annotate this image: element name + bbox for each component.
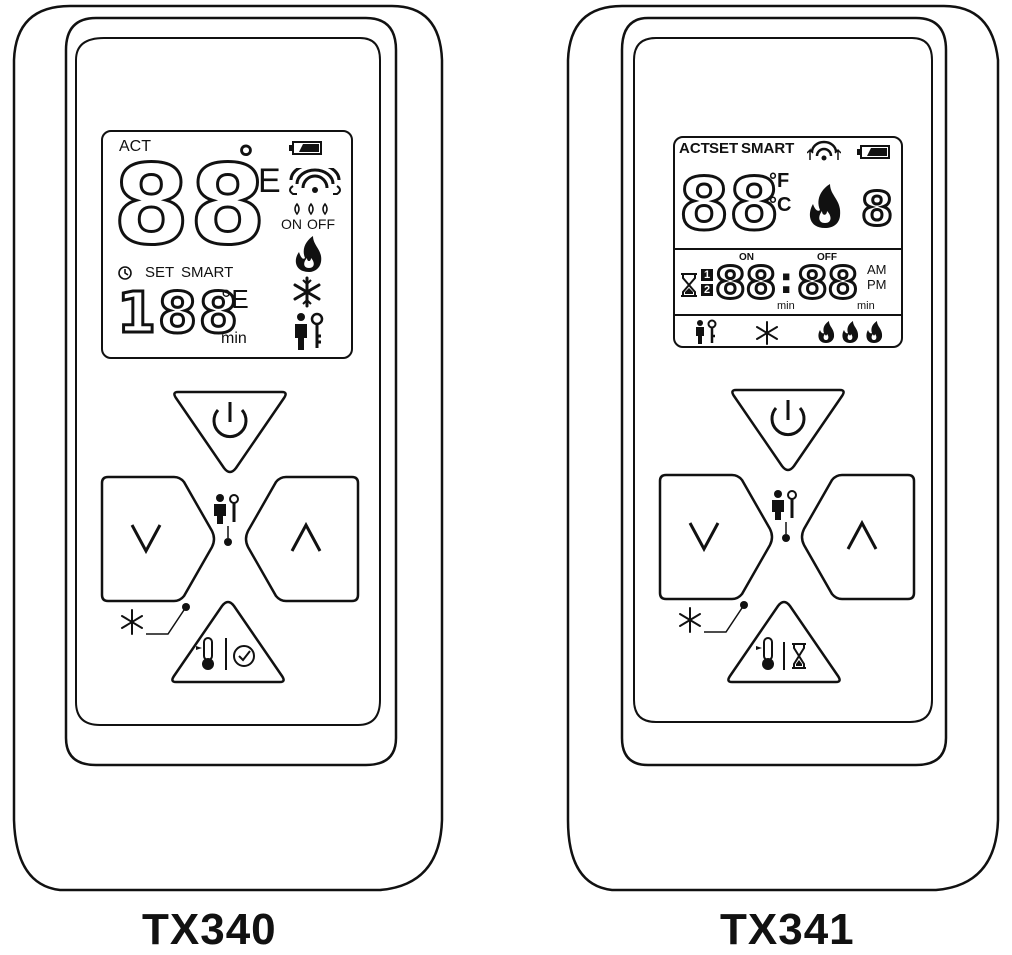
battery-icon	[857, 145, 890, 159]
timer-on-min-label: min	[777, 300, 795, 312]
lcd-divider	[675, 314, 901, 316]
timer-colon: :	[779, 261, 794, 302]
snowflake-combo-icon	[121, 603, 190, 635]
off-label: OFF	[307, 216, 335, 232]
timer-on-label: ON	[739, 252, 754, 263]
timer-unit-label: °E	[221, 284, 249, 314]
child-lock-icon	[295, 312, 324, 350]
child-lock-combo-icon	[214, 494, 239, 546]
remote-tx340: ACT 88 ° E ON OFF	[0, 0, 460, 955]
clock-icon	[233, 645, 255, 667]
wifi-signal-icon	[807, 140, 841, 161]
power-icon	[212, 402, 248, 439]
timer-off-min-label: min	[857, 300, 875, 312]
child-lock-icon	[696, 319, 717, 344]
degree-symbol: °	[237, 139, 255, 180]
model-label: TX341	[720, 905, 855, 954]
am-label: AM	[867, 262, 887, 277]
up-button[interactable]	[240, 475, 360, 603]
thermometer-icon	[756, 637, 774, 670]
remote-tx341: ACT SET SMART 88 °F °C 8 ON OFF 1	[552, 0, 1012, 955]
power-icon	[770, 400, 806, 437]
snowflake-icon	[756, 321, 778, 345]
flame-level-icon	[818, 321, 883, 343]
smart-label: SMART	[741, 140, 795, 157]
lcd-display: ACT 88 ° E ON OFF	[101, 130, 353, 359]
child-lock-combo-icon	[772, 490, 797, 542]
power-button[interactable]	[728, 386, 848, 476]
set-label: SET	[145, 264, 175, 281]
remote-body-outline	[12, 4, 444, 892]
snowflake-combo-icon	[679, 601, 748, 633]
mode-button[interactable]	[168, 596, 288, 686]
timer-digits: 188	[116, 281, 240, 346]
mode-button[interactable]	[724, 596, 844, 686]
celsius-label: °C	[769, 194, 792, 216]
lcd-divider	[675, 248, 901, 250]
program-2-badge: 2	[701, 284, 714, 296]
down-button[interactable]	[658, 473, 778, 601]
program-1-badge: 1	[701, 269, 714, 281]
timer-off-digits: 88	[795, 258, 859, 309]
smart-label: SMART	[181, 264, 234, 281]
pm-label: PM	[867, 277, 887, 292]
flame-icon	[295, 236, 322, 272]
down-button[interactable]	[100, 475, 220, 603]
power-button[interactable]	[170, 388, 290, 478]
min-label: min	[221, 330, 247, 347]
act-label: ACT	[119, 138, 151, 155]
flame-icon	[809, 184, 841, 228]
hourglass-icon	[681, 273, 697, 297]
chevron-up-icon	[290, 521, 322, 552]
fahrenheit-label: °F	[769, 170, 790, 192]
timer-on-digits: 88	[713, 258, 777, 309]
wifi-signal-icon	[289, 168, 341, 195]
unit-label: E	[258, 162, 281, 200]
clock-icon	[118, 266, 132, 280]
flame-level-icon	[294, 202, 328, 216]
on-label: ON	[281, 216, 302, 232]
act-label: ACT	[679, 140, 710, 157]
lcd-display: ACT SET SMART 88 °F °C 8 ON OFF 1	[673, 136, 903, 348]
set-label: SET	[709, 140, 739, 157]
battery-icon	[289, 141, 322, 155]
timer-off-label: OFF	[817, 252, 837, 263]
remote-body-outline	[566, 4, 1000, 892]
model-label: TX340	[142, 905, 277, 954]
hourglass-icon	[792, 643, 806, 669]
temperature-digits: 88	[111, 141, 267, 269]
chevron-down-icon	[688, 522, 720, 553]
chevron-down-icon	[130, 524, 162, 555]
snowflake-icon	[293, 276, 321, 308]
chevron-up-icon	[846, 519, 878, 550]
up-button[interactable]	[796, 473, 916, 601]
temperature-digits: 88	[677, 162, 780, 246]
flame-level-digit: 8	[859, 182, 894, 236]
thermometer-icon	[196, 637, 214, 670]
